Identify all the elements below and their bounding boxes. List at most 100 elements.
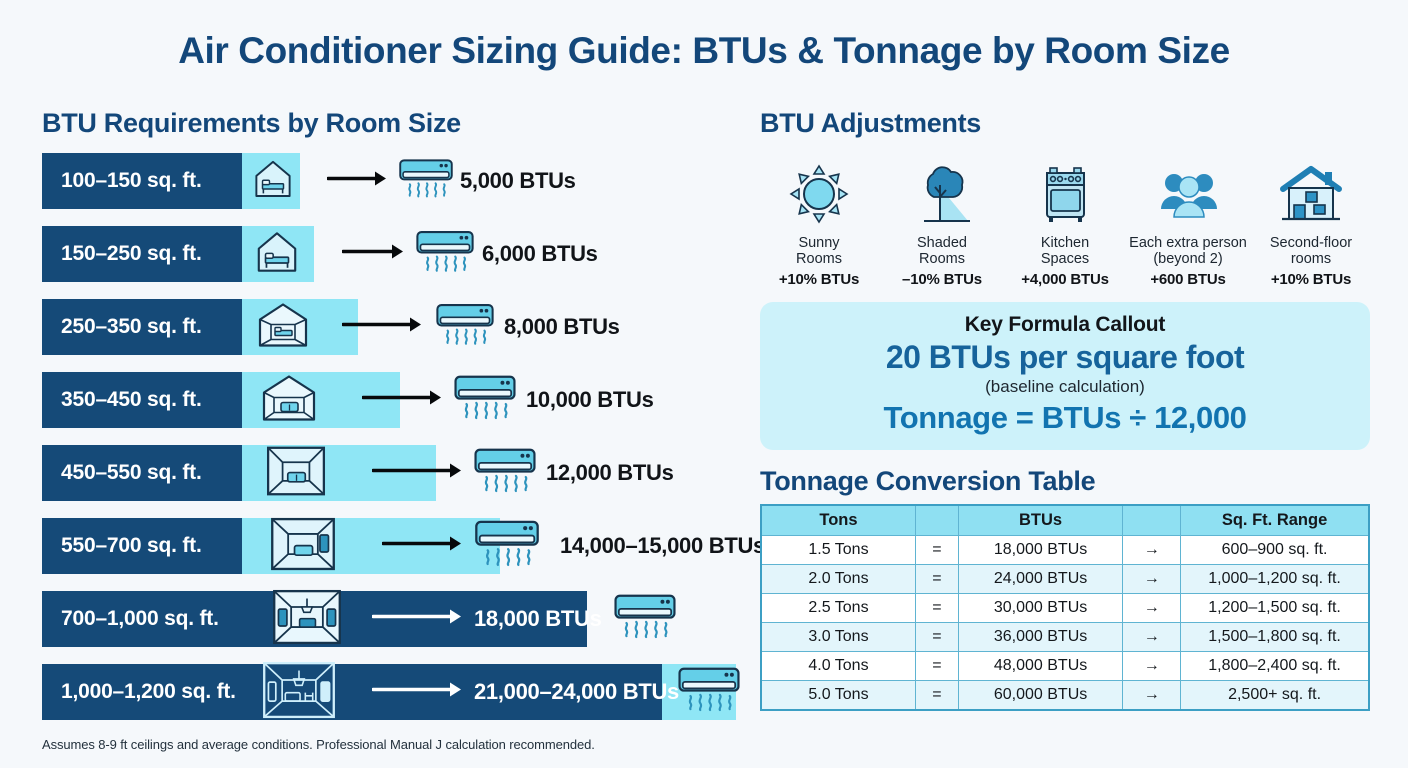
callout-main-formula: 20 BTUs per square foot [885,338,1245,375]
btu-value-label: 8,000 BTUs [504,314,620,339]
btu-row: 550–700 sq. ft. 14,000–15,000 BTUs [42,517,765,574]
table-column-header: Tons [760,504,916,537]
table-cell: 2.5 Tons [760,593,916,624]
table-cell: 18,000 BTUs [957,535,1124,566]
callout-tonnage-formula: Tonnage = BTUs ÷ 12,000 [883,399,1247,435]
people-group-icon [1129,153,1247,229]
room-size-label: 100–150 sq. ft. [61,169,202,192]
ac-unit-icon [472,447,538,500]
ac-unit-icon [676,666,742,719]
conversion-arrow-icon: → [1122,535,1182,566]
bedroom-small-icon [250,158,296,205]
adjustment-item: Kitchen Spaces +4,000 BTUs [1006,153,1124,288]
room-xxl-icon [260,654,338,731]
house-icon [1252,153,1370,229]
room-size-label: 150–250 sq. ft. [61,242,202,265]
ac-unit-icon [397,158,455,205]
table-body: 1.5 Tons=18,000 BTUs→600–900 sq. ft.2.0 … [760,535,1370,711]
table-cell: = [914,593,959,624]
table-cell: 30,000 BTUs [957,593,1124,624]
btu-value-label: 21,000–24,000 BTUs [474,679,679,704]
btu-rows-list: 100–150 sq. ft. 5,000 BTUs 150–250 sq. f… [42,153,765,720]
table-cell: 1,500–1,800 sq. ft. [1180,622,1370,653]
table-row: 1.5 Tons=18,000 BTUs→600–900 sq. ft. [760,535,1370,566]
table-cell: = [914,622,959,653]
room-sofa-3d-icon [260,371,318,429]
tree-shade-icon [883,153,1001,229]
table-cell: 4.0 Tons [760,651,916,682]
adjustment-label-line2: rooms [1290,251,1332,268]
btu-row: 700–1,000 sq. ft. 18,000 BTUs [42,589,742,647]
table-cell: 2.0 Tons [760,564,916,595]
btu-row: 100–150 sq. ft. 5,000 BTUs [42,153,742,209]
table-column-header [1122,504,1182,537]
adjustment-label-line1: Each extra person [1129,235,1247,251]
table-cell: 36,000 BTUs [957,622,1124,653]
btu-requirements-heading: BTU Requirements by Room Size [42,108,461,138]
adjustment-item: Second-floor rooms +10% BTUs [1252,153,1370,288]
table-cell: 1,800–2,400 sq. ft. [1180,651,1370,682]
btu-row: 150–250 sq. ft. 6,000 BTUs [42,226,742,282]
table-cell: 1,200–1,500 sq. ft. [1180,593,1370,624]
adjustment-label-line2: Rooms [796,251,842,268]
adjustment-value: +10% BTUs [1270,270,1352,288]
adjustment-item: Each extra person (beyond 2) +600 BTUs [1129,153,1247,288]
room-xl-icon [270,583,344,656]
flow-arrow-icon [361,389,442,412]
adjustment-label-line1: Second-floor [1269,235,1353,251]
sun-icon [760,153,878,229]
stove-icon [1006,153,1124,229]
conversion-arrow-icon: → [1122,622,1182,653]
flow-arrow-icon [326,170,387,193]
btu-requirements-section: BTU Requirements by Room Size 100–150 sq… [42,108,765,737]
ac-unit-icon [472,519,542,574]
room-size-bar: 100–150 sq. ft. [42,153,242,209]
table-cell: 48,000 BTUs [957,651,1124,682]
flow-arrow-icon [341,316,422,339]
table-cell: 2,500+ sq. ft. [1180,680,1370,711]
room-size-bar: 150–250 sq. ft. [42,226,242,282]
adjustment-label-line2: Rooms [919,251,965,268]
flow-arrow-icon [341,243,404,266]
table-column-header [914,504,959,537]
room-wide-sofa-icon [264,441,328,505]
conversion-arrow-icon: → [1122,593,1182,624]
table-cell: = [914,535,959,566]
adjustment-label-line1: Shaded [917,235,967,251]
adjustment-item: Shaded Rooms –10% BTUs [883,153,1001,288]
table-cell: 600–900 sq. ft. [1180,535,1370,566]
adjustment-item: Sunny Rooms +10% BTUs [760,153,878,288]
callout-subtext: (baseline calculation) [985,376,1145,396]
adjustment-label-line2: (beyond 2) [1153,251,1223,268]
table-row: 2.0 Tons=24,000 BTUs→1,000–1,200 sq. ft. [760,564,1370,595]
flow-arrow-icon [371,608,462,631]
table-row: 3.0 Tons=36,000 BTUs→1,500–1,800 sq. ft. [760,622,1370,653]
table-row: 5.0 Tons=60,000 BTUs→2,500+ sq. ft. [760,680,1370,711]
btu-adjustments-heading: BTU Adjustments [760,108,982,138]
room-size-bar: 250–350 sq. ft. [42,299,242,355]
btu-row: 250–350 sq. ft. 8,000 BTUs [42,299,742,355]
table-row: 4.0 Tons=48,000 BTUs→1,800–2,400 sq. ft. [760,651,1370,682]
ac-unit-icon [612,593,678,646]
btu-value-label: 12,000 BTUs [546,460,674,485]
btu-value-label: 6,000 BTUs [482,241,598,266]
table-cell: = [914,651,959,682]
adjustment-value: +4,000 BTUs [1021,270,1109,288]
adjustment-label-line1: Sunny [798,235,840,251]
table-column-header: BTUs [957,504,1124,537]
room-large-icon [268,512,338,581]
ac-unit-icon [414,229,476,279]
room-size-label: 1,000–1,200 sq. ft. [61,680,236,703]
table-cell: = [914,564,959,595]
table-cell: 24,000 BTUs [957,564,1124,595]
adjustment-label-line2: Spaces [1040,251,1090,268]
btu-value-label: 14,000–15,000 BTUs [560,533,765,558]
adjustment-value: +600 BTUs [1150,270,1226,288]
flow-arrow-icon [371,681,462,704]
adjustment-value: –10% BTUs [902,270,982,288]
page-title: Air Conditioner Sizing Guide: BTUs & Ton… [178,30,1230,71]
key-formula-callout: Key Formula Callout 20 BTUs per square f… [760,301,1370,450]
btu-value-label: 18,000 BTUs [474,606,602,631]
